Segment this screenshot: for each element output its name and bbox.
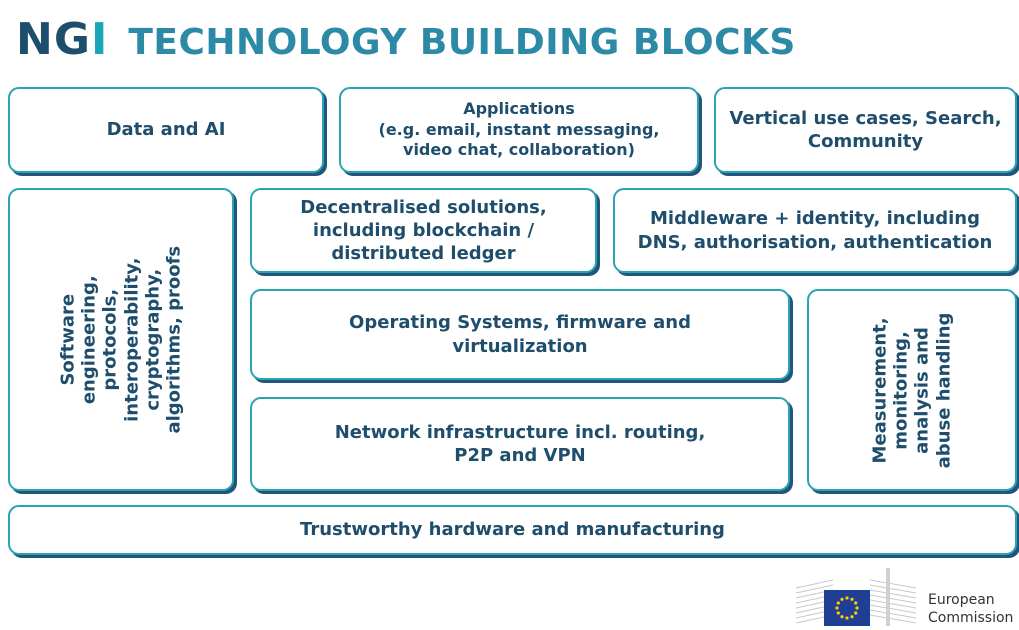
block-network-infrastructure: Network infrastructure incl. routing, P2… xyxy=(250,397,790,491)
software-engineering-text: Software engineering, protocols, interop… xyxy=(57,245,185,434)
page-title: TECHNOLOGY BUILDING BLOCKS xyxy=(128,22,796,63)
european-commission-logo: European Commission xyxy=(788,566,1019,626)
ngi-logo: NGI xyxy=(16,14,109,65)
block-trustworthy-hardware: Trustworthy hardware and manufacturing xyxy=(8,505,1017,555)
eu-flag-icon xyxy=(824,590,870,626)
measurement-text: Measurement, monitoring, analysis and ab… xyxy=(869,312,955,468)
block-operating-systems: Operating Systems, firmware and virtuali… xyxy=(250,289,790,380)
block-measurement: Measurement, monitoring, analysis and ab… xyxy=(807,289,1017,491)
page-header: NGI TECHNOLOGY BUILDING BLOCKS xyxy=(16,14,796,65)
block-data-ai: Data and AI xyxy=(8,87,324,173)
ec-name: European Commission xyxy=(928,592,1014,626)
block-software-engineering: Software engineering, protocols, interop… xyxy=(8,188,234,491)
block-decentralised: Decentralised solutions, including block… xyxy=(250,188,597,273)
block-vertical-use-cases: Vertical use cases, Search, Community xyxy=(714,87,1017,173)
block-applications: Applications (e.g. email, instant messag… xyxy=(339,87,699,173)
block-middleware: Middleware + identity, including DNS, au… xyxy=(613,188,1017,273)
ec-building-icon xyxy=(795,568,917,626)
